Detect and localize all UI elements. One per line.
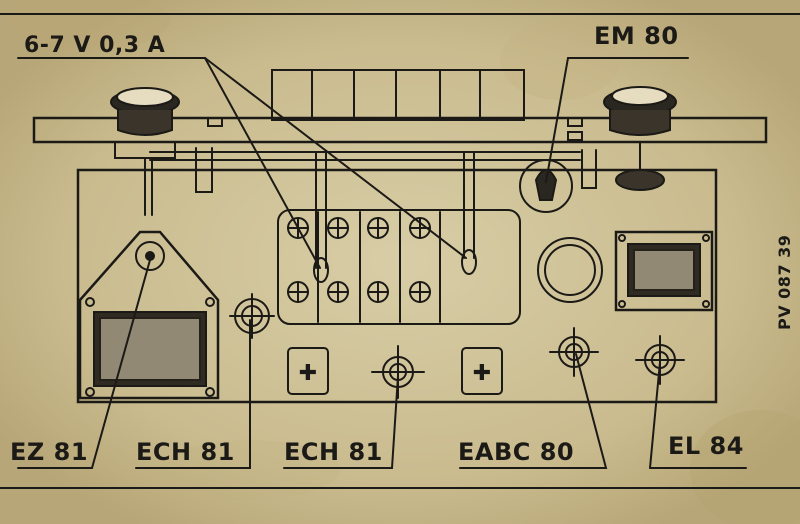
ech81-left-socket [229,293,275,339]
leader-ez81 [17,259,151,469]
leader-lamp-2 [204,57,467,259]
panel-clip [567,117,583,127]
label-el84: EL 84 [668,432,744,460]
power-transformer [78,230,220,400]
paper-stain [160,440,340,500]
label-lamp: 6-7 V 0,3 A [24,33,165,58]
leader-em80 [545,57,689,183]
leader-ech81-center [283,375,399,469]
left-knob [110,87,180,216]
front-panel-bar [32,116,768,144]
drawing: ✚ ✚ [0,13,800,489]
leader-ech81-left [135,319,251,469]
label-eabc80: EABC 80 [458,438,574,466]
eabc80-socket [549,327,599,377]
push-buttons [271,69,525,121]
right-bracket [581,149,597,189]
panel-clip [207,117,223,127]
label-code: PV 087 39 [775,235,794,330]
plus-square-left [287,347,329,395]
output-transformer [614,230,714,312]
pilot-lamp-right [461,151,477,275]
push-button [479,69,525,121]
label-ech81-center: ECH 81 [284,438,383,466]
switch-block [277,209,521,325]
plus-sign-left: ✚ [299,361,317,386]
leader-el84-up [649,361,661,469]
left-bracket [195,147,213,193]
plus-sign-right: ✚ [473,361,491,386]
paper-stain [10,0,170,50]
label-ez81: EZ 81 [10,438,88,466]
leader-lines [17,57,747,469]
right-knob [603,86,677,191]
plus-square-right [461,347,503,395]
em80-tube [519,159,573,213]
leader-eabc80 [459,353,608,469]
label-em80: EM 80 [594,22,679,50]
panel-clip [567,131,583,141]
label-ech81-left: ECH 81 [136,438,235,466]
coil-terminal-row-top [287,217,431,239]
large-socket [537,237,603,303]
coil-terminal-row-bottom [287,281,431,303]
paper-stain [500,20,620,100]
